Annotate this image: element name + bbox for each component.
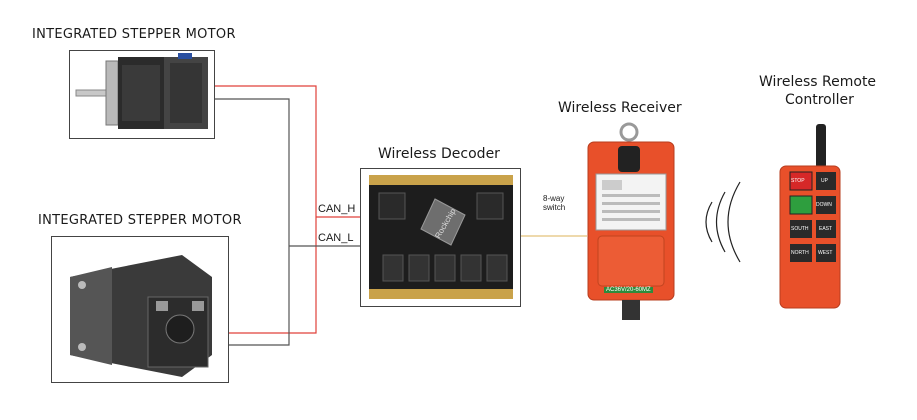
motor-top-title: INTEGRATED STEPPER MOTOR: [32, 27, 236, 42]
motor-bottom-title: INTEGRATED STEPPER MOTOR: [38, 213, 242, 228]
receiver-badge: AC36V/20-60MZ: [604, 287, 653, 293]
wireless-remote-image: [779, 124, 841, 309]
remote-button-north: NORTH: [791, 250, 809, 256]
switch-label-line2: switch: [543, 203, 566, 212]
remote-button-east: EAST: [819, 226, 833, 232]
decoder-board-image: [369, 175, 513, 299]
stepper-motor-top-image: [75, 53, 208, 129]
receiver-title: Wireless Receiver: [558, 100, 682, 116]
remote-button-south: SOUTH: [791, 226, 809, 232]
motor-bottom-box: [51, 236, 229, 383]
wireless-receiver-image: [587, 122, 675, 320]
can-h-label: CAN_H: [318, 203, 356, 215]
remote-button-stop: STOP: [791, 178, 805, 184]
remote-button-up: UP: [821, 178, 828, 184]
wireless-waves-icon: [705, 181, 741, 263]
decoder-box: Rockchip: [360, 168, 521, 307]
remote-button-west: WEST: [818, 250, 833, 256]
can-h-wire: [214, 85, 317, 334]
motor-top-box: [69, 50, 215, 139]
decoder-title: Wireless Decoder: [378, 146, 500, 162]
remote-title-line1: Wireless Remote: [759, 74, 877, 90]
can-l-label: CAN_L: [318, 232, 354, 244]
remote-title-line2: Controller: [785, 92, 854, 108]
stepper-motor-bottom-image: [70, 255, 212, 377]
remote-button-down: DOWN: [816, 202, 832, 208]
switch-label-line1: 8-way: [543, 194, 565, 203]
can-l-wire: [214, 98, 290, 346]
